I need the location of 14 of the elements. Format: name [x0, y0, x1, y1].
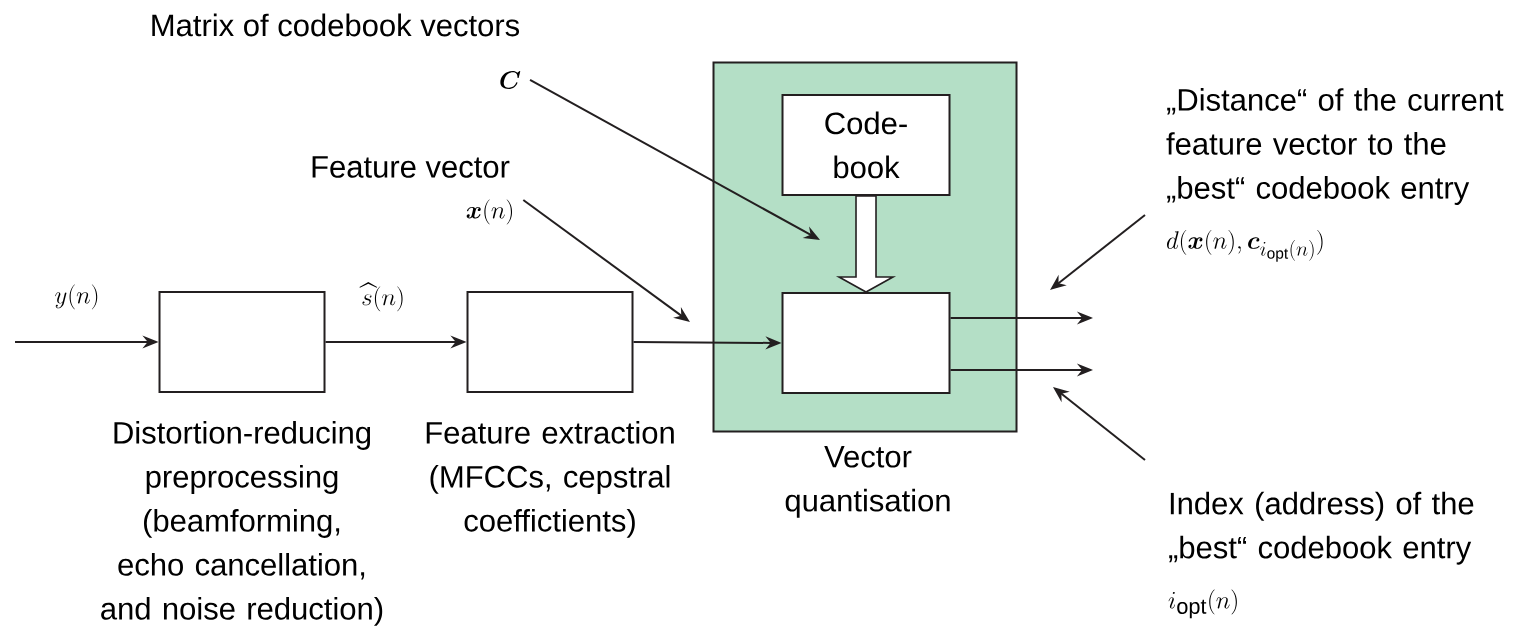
box-caption: Feature extraction (MFCCs, cepstral coeffictients)	[426, 421, 674, 538]
signal-label: $y(n)$	[55, 284, 98, 310]
box-caption: Distortion-reducing preprocessing (beamforming, echo cancellation, and noise reduction)	[101, 421, 383, 626]
annotation-text: „Distance“ of the current feature vector to the „best“ codebook entry $d(\boldsymbol{x}(n),\boldsymbol{c}_{i_{\mathrm{opt}}(n)})$	[1166, 88, 1504, 262]
annotation-text: Matrix of codebook vectors	[152, 13, 520, 37]
math-symbol: $\boldsymbol{C}$	[500, 71, 521, 89]
math-symbol: $\boldsymbol{x}(n)$	[466, 199, 512, 225]
box-caption: Vector quantisation	[785, 446, 950, 518]
annotation-text: Index (address) of the „best“ codebook entry $i_{\mathrm{opt}}(n)$	[1168, 491, 1474, 619]
signal-label: $\widehat{s}(n)$	[359, 282, 403, 312]
codebook-box: Code- book	[781, 94, 951, 196]
annotation-text: Feature vector	[312, 156, 510, 178]
quantiser-box	[781, 292, 951, 394]
hollow-arrow	[835, 195, 897, 293]
